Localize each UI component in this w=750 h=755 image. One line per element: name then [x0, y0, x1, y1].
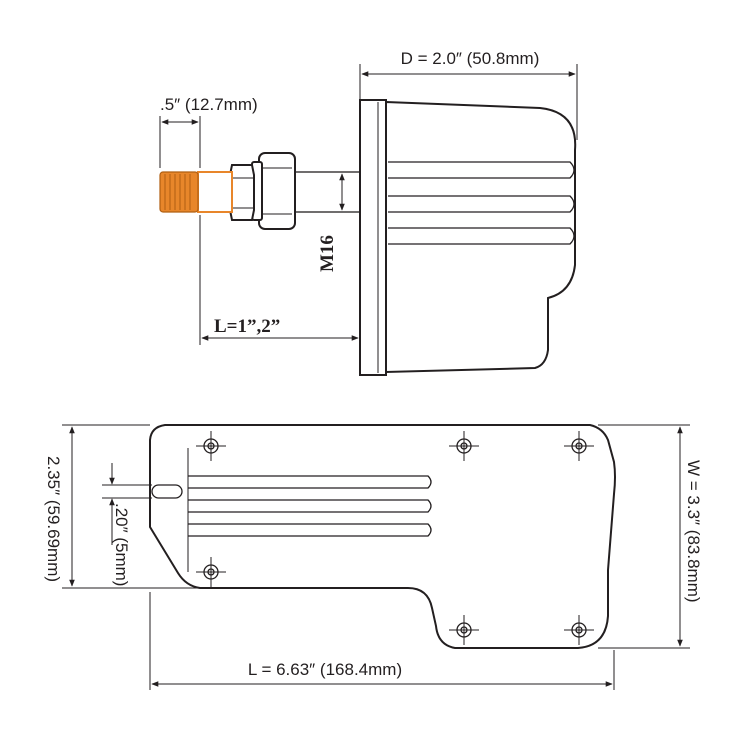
plan-view	[149, 424, 616, 649]
nut	[258, 152, 296, 230]
depth-label: D = 2.0″ (50.8mm)	[401, 49, 540, 68]
dimension-stud-end: .5″ (12.7mm)	[159, 95, 258, 168]
dimension-shaft-length: L=1”,2”	[199, 215, 359, 345]
motor-housing	[385, 100, 577, 374]
spindle	[197, 171, 233, 213]
plate-ribs	[188, 475, 432, 537]
dimension-length-total: L = 6.63″ (168.4mm)	[149, 592, 615, 690]
dimension-width-total: W = 3.3″ (83.8mm)	[598, 424, 703, 649]
shaft-m16	[291, 171, 361, 213]
width-total-label: W = 3.3″ (83.8mm)	[684, 460, 703, 603]
hex-nut	[229, 164, 255, 221]
housing-ribs	[388, 161, 575, 245]
thread-label: M16	[317, 235, 338, 272]
dimension-slot: .20″ (5mm)	[102, 463, 152, 586]
mounting-slot	[151, 484, 183, 499]
hole-top-right	[564, 431, 594, 461]
mounting-holes	[196, 431, 594, 645]
knurled-end	[159, 171, 199, 213]
slot-label: .20″ (5mm)	[112, 503, 131, 586]
knurl-lines	[164, 174, 191, 210]
dimension-thread: M16	[317, 173, 345, 272]
side-view	[159, 99, 577, 376]
dimension-width-short: 2.35″ (59.69mm)	[44, 424, 200, 589]
mounting-plate	[359, 99, 387, 376]
hole-bottom-right	[564, 615, 594, 645]
hole-bottom-left	[196, 557, 226, 587]
hole-bottom-mid	[449, 615, 479, 645]
shaft-length-label: L=1”,2”	[214, 316, 280, 337]
hole-top-mid	[449, 431, 479, 461]
length-total-label: L = 6.63″ (168.4mm)	[248, 660, 402, 679]
stud-end-label: .5″ (12.7mm)	[160, 95, 258, 114]
dimension-depth: D = 2.0″ (50.8mm)	[359, 49, 578, 140]
width-short-label: 2.35″ (59.69mm)	[44, 456, 63, 582]
hole-top-left	[196, 431, 226, 461]
